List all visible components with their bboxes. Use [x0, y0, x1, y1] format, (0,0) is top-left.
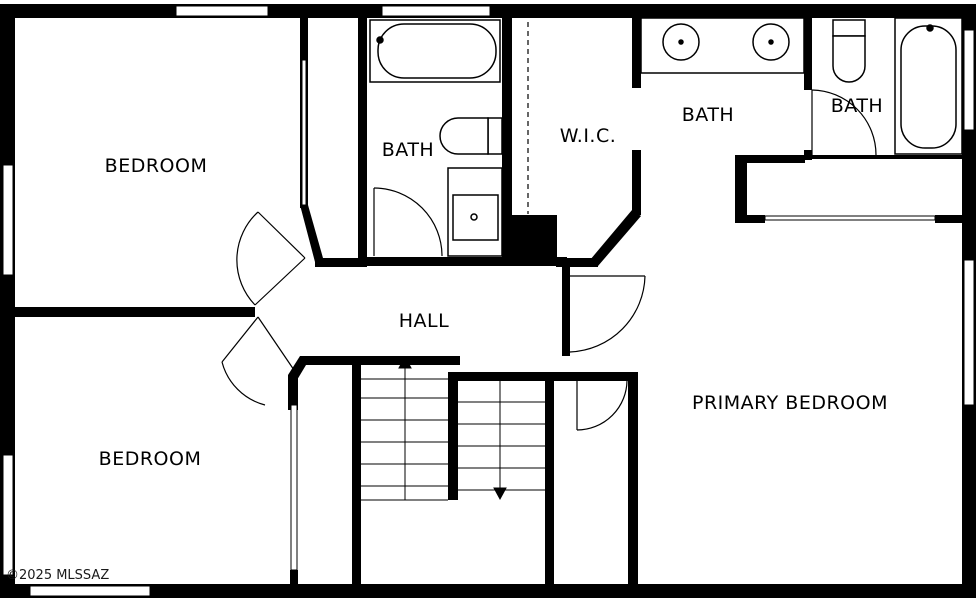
closet-doors — [290, 59, 936, 571]
door-swings — [221, 89, 877, 431]
room-label-bedroom-1: BEDROOM — [105, 155, 208, 177]
room-label-primary-bedroom: PRIMARY BEDROOM — [692, 392, 888, 414]
room-label-wic: W.I.C. — [560, 125, 617, 147]
room-label-hall: HALL — [399, 310, 449, 332]
room-labels: BEDROOM BATH W.I.C. BATH BATH HALL BEDRO… — [99, 95, 888, 470]
room-label-bath-3: BATH — [831, 95, 883, 117]
windows — [2, 5, 975, 597]
room-label-bath-2: BATH — [682, 104, 734, 126]
copyright-watermark: ©2025 MLSSAZ — [6, 568, 109, 583]
room-label-bedroom-2: BEDROOM — [99, 448, 202, 470]
room-label-bath-1: BATH — [382, 139, 434, 161]
interior-walls — [15, 18, 964, 586]
fixtures — [369, 17, 963, 257]
staircase — [361, 355, 545, 501]
